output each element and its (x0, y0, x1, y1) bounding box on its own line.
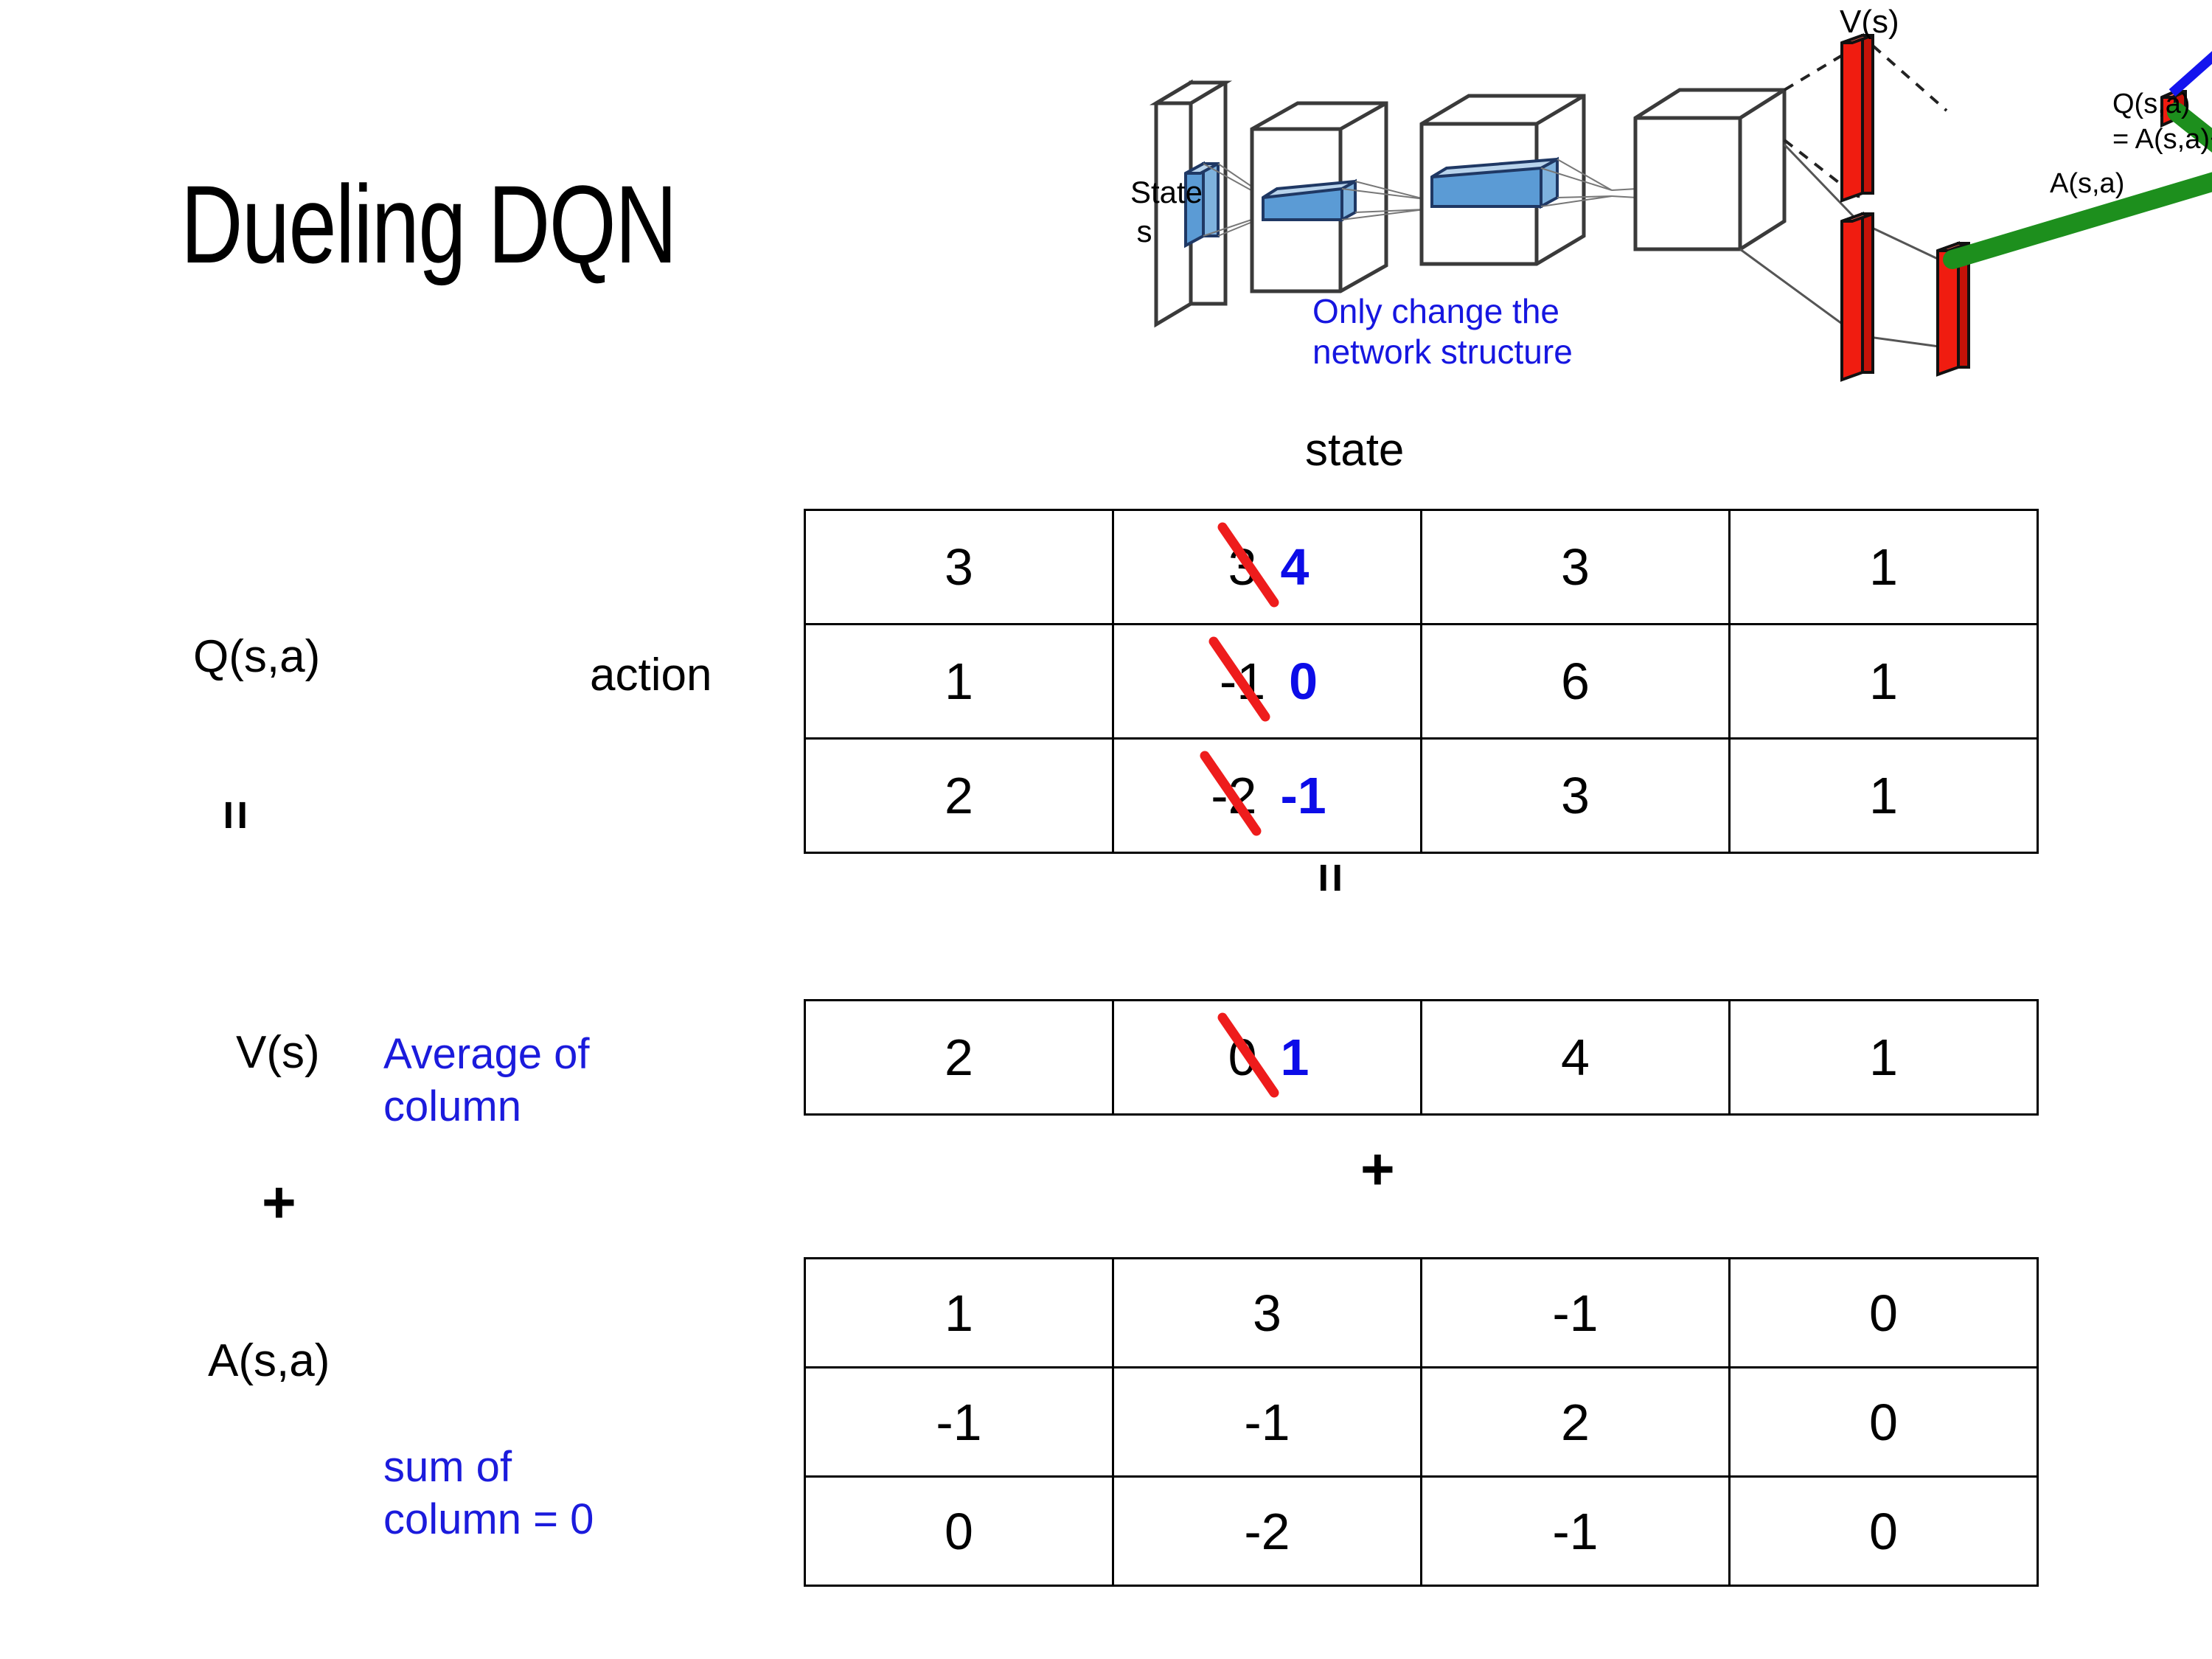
average-note-line1: Average of (383, 1030, 590, 1078)
network-structure-note: Only change the network structure (1312, 291, 1630, 372)
edited-cell: -1 0 (1208, 636, 1318, 722)
plus-operator-center: + (1360, 1136, 1395, 1202)
q-table-label: Q(s,a) (193, 631, 321, 682)
v-table-label: V(s) (236, 1027, 320, 1078)
projection-lines-3 (1540, 159, 1638, 207)
value-arrow-icon (2168, 51, 2212, 97)
table-cell: -1 (1112, 1366, 1422, 1478)
sum-note-line2: column = 0 (383, 1495, 594, 1543)
network-diagram-svg (1149, 33, 2212, 382)
network-structure-note-line2: network structure (1312, 333, 1573, 372)
state-label-line1: State (1130, 175, 1203, 209)
table-cell: 3 (1420, 737, 1731, 854)
table-cell: 0 (804, 1475, 1114, 1587)
state-label-line2: s (1136, 213, 1152, 248)
sum-note-line1: sum of (383, 1443, 512, 1491)
conv-filter-icon-2 (1262, 178, 1357, 223)
table-cell: -2 -1 (1112, 737, 1422, 854)
table-cell: 0 (1728, 1366, 2039, 1478)
table-cell: 0 (1728, 1257, 2039, 1368)
table-cell: 1 (1728, 623, 2039, 740)
advantage-output-bar (1936, 241, 1970, 377)
page-title: Dueling DQN (181, 162, 678, 286)
table-cell: 3 (1420, 509, 1731, 625)
corrected-value: -1 (1280, 767, 1326, 824)
corrected-value: 0 (1289, 653, 1318, 710)
table-cell: 1 (804, 623, 1114, 740)
diagram-q-label-line2: = A(s,a)+V(s) (2112, 123, 2212, 155)
conv-filter-icon-3 (1430, 156, 1559, 209)
table-cell: 6 (1420, 623, 1731, 740)
table-cell: -2 (1112, 1475, 1422, 1587)
table-cell: 2 (1420, 1366, 1731, 1478)
projection-lines-2 (1341, 181, 1439, 220)
table-cell: 1 (1728, 737, 2039, 854)
diagram-value-label: V(s) (1840, 4, 1899, 40)
diagram-advantage-label: A(s,a) (2050, 168, 2125, 199)
plus-operator-left: + (262, 1169, 296, 1235)
network-structure-note-line1: Only change the (1312, 292, 1560, 330)
value-hidden-layer-bar (1840, 33, 1874, 203)
table-cell: 0 (1728, 1475, 2039, 1587)
equals-operator-left: = (207, 800, 265, 830)
dueling-network-diagram: State s Only change the network structur… (1091, 0, 2212, 413)
struck-value: -1 (1208, 636, 1270, 722)
sum-of-column-note: sum of column = 0 (383, 1441, 767, 1546)
corrected-value: 4 (1280, 538, 1310, 596)
action-axis-label: action (590, 650, 712, 700)
table-cell: 1 (804, 1257, 1114, 1368)
table-cell: 3 (804, 509, 1114, 625)
equals-operator-center: = (1302, 863, 1360, 893)
edited-cell: -2 -1 (1200, 751, 1326, 836)
table-cell: 4 (1420, 999, 1731, 1116)
state-axis-label: state (1305, 425, 1405, 476)
table-cell: 2 (804, 737, 1114, 854)
table-cell: -1 (804, 1366, 1114, 1478)
state-input-label: State s (1107, 173, 1225, 251)
table-cell: -1 (1420, 1257, 1731, 1368)
diagram-q-label-line1: Q(s,a) (2112, 88, 2191, 119)
value-stream-links (1783, 44, 1948, 199)
diagram-q-label: Q(s,a) = A(s,a)+V(s) (2112, 87, 2212, 157)
table-cell: 3 (1112, 1257, 1422, 1368)
table-cell: -1 0 (1112, 623, 1422, 740)
conv-box-2 (1419, 94, 1586, 266)
struck-value: 0 (1217, 1012, 1279, 1098)
table-cell: 1 (1728, 509, 2039, 625)
struck-value: 3 (1217, 522, 1279, 608)
conv-box-3 (1633, 88, 1787, 251)
struck-value: -2 (1200, 751, 1262, 836)
average-note-line2: column (383, 1082, 521, 1130)
average-of-column-note: Average of column (383, 1029, 767, 1133)
conv-box-1 (1250, 101, 1388, 293)
advantage-stream-links (1739, 143, 1940, 348)
table-cell: -1 (1420, 1475, 1731, 1587)
table-cell: 1 (1728, 999, 2039, 1116)
table-cell: 2 (804, 999, 1114, 1116)
corrected-value: 1 (1280, 1029, 1310, 1086)
a-table-label: A(s,a) (208, 1335, 330, 1386)
advantage-hidden-layer-bar (1840, 212, 1874, 382)
